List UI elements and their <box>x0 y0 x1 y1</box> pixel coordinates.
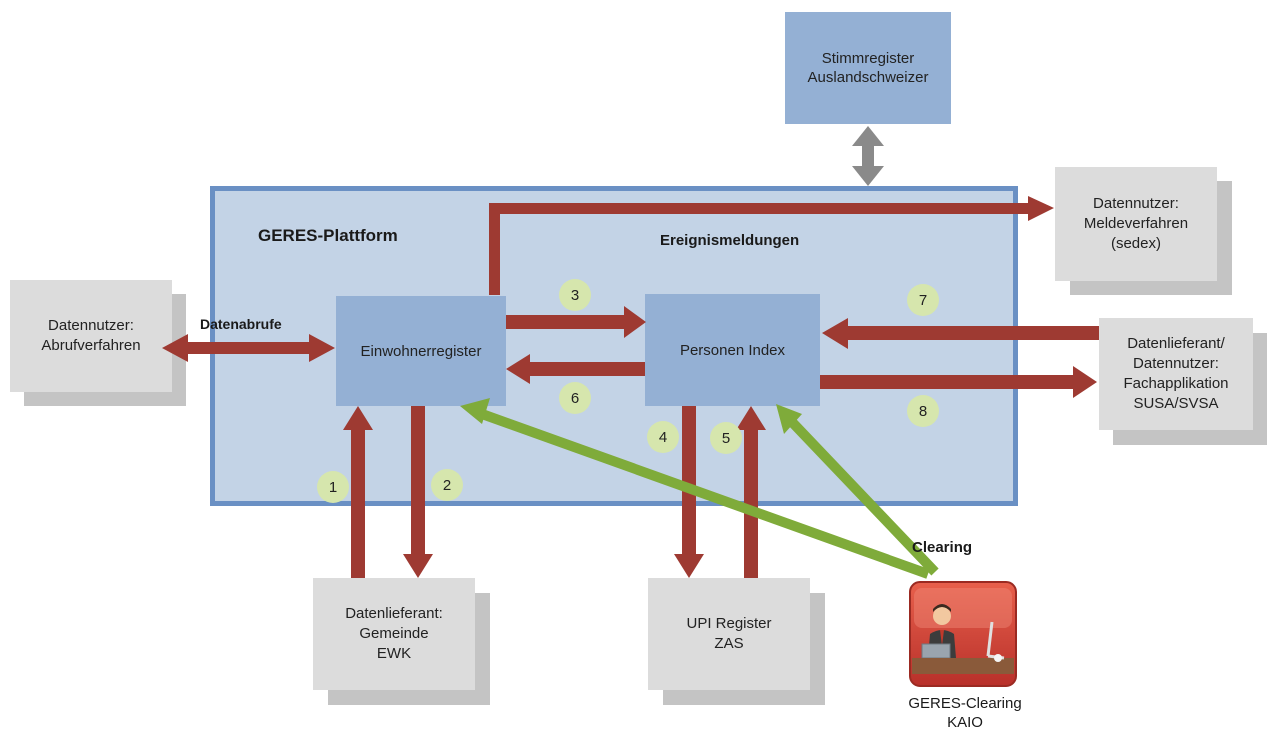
einwohnerregister-label: Einwohnerregister <box>360 342 482 360</box>
einwohnerregister-node: Einwohnerregister <box>336 296 506 406</box>
upi-line1: UPI Register <box>686 615 772 632</box>
gemeinde-line3: EWK <box>376 645 412 662</box>
events-label: Ereignismeldungen <box>660 232 800 249</box>
gemeinde-line2: Gemeinde <box>359 625 429 642</box>
fachapplikation-line4: SUSA/SVSA <box>1133 395 1219 412</box>
upi-line2: ZAS <box>714 635 744 652</box>
step-2-badge: 2 <box>431 469 463 501</box>
meldeverfahren-line2: Meldeverfahren <box>1083 215 1189 232</box>
fachapplikation-line3: Fachapplikation <box>1123 375 1229 392</box>
clearing-caption-line1: GERES-Clearing <box>908 695 1022 712</box>
stimmregister-line2: Auslandschweizer <box>807 69 929 86</box>
red-arrows <box>162 196 1099 578</box>
abrufverfahren-line2: Abrufverfahren <box>41 337 141 354</box>
green-clearing-arrows <box>460 398 939 579</box>
fachapplikation-line2: Datennutzer: <box>1133 355 1219 372</box>
step-6-badge: 6 <box>559 382 591 414</box>
datenabrufe-label: Datenabrufe <box>200 316 282 332</box>
abrufverfahren-node: Datennutzer: Abrufverfahren <box>10 280 172 392</box>
clearing-label: Clearing <box>912 539 973 556</box>
step-8-badge: 8 <box>907 395 939 427</box>
step-1-badge: 1 <box>317 471 349 503</box>
fachapplikation-line1: Datenlieferant/ <box>1127 335 1225 352</box>
meldeverfahren-node: Datennutzer: Meldeverfahren (sedex) <box>1055 167 1217 281</box>
grey-double-arrow <box>852 126 884 186</box>
clearing-icon <box>908 580 1018 688</box>
step-4-badge: 4 <box>647 421 679 453</box>
step-5-badge: 5 <box>710 422 742 454</box>
personen-index-node: Personen Index <box>645 294 820 406</box>
arrow-meldung-horizontal <box>489 203 1029 214</box>
meldeverfahren-line3: (sedex) <box>1110 235 1161 252</box>
gemeinde-line1: Datenlieferant: <box>345 605 443 622</box>
stimmregister-line1: Stimmregister <box>821 50 915 67</box>
clearing-caption-line2: KAIO <box>947 714 983 731</box>
arrow-meldung-head <box>1028 196 1054 221</box>
step-7-badge: 7 <box>907 284 939 316</box>
abrufverfahren-line1: Datennutzer: <box>48 317 134 334</box>
platform-title: GERES-Plattform <box>258 226 398 245</box>
arrow-meldung-vertical <box>489 203 500 295</box>
step-3-badge: 3 <box>559 279 591 311</box>
personen-index-label: Personen Index <box>679 341 786 359</box>
fachapplikation-node: Datenlieferant/Datennutzer: Fachapplikati… <box>1099 318 1253 430</box>
meldeverfahren-line1: Datennutzer: <box>1093 195 1179 212</box>
